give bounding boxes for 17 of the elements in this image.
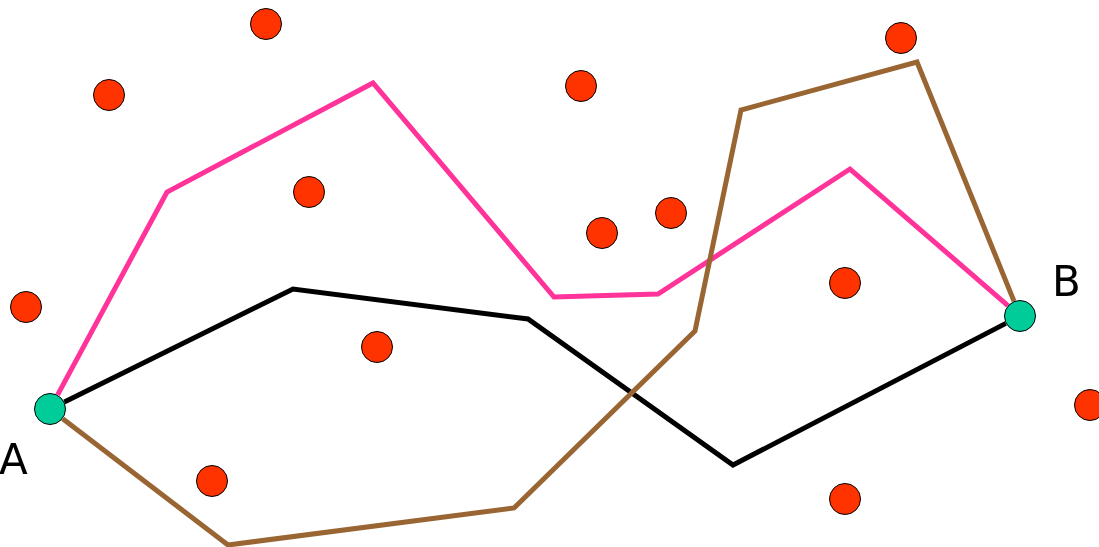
obstacle-dot xyxy=(293,176,325,208)
path-line xyxy=(61,59,1017,547)
point-label: B xyxy=(1052,261,1081,303)
obstacle-dot xyxy=(655,197,687,229)
obstacle-dot xyxy=(829,483,861,515)
obstacle-dot xyxy=(196,465,228,497)
obstacle-dot xyxy=(885,22,917,54)
path-line xyxy=(55,79,1010,397)
obstacle-dot xyxy=(10,291,42,323)
obstacle-dot xyxy=(250,8,282,40)
obstacle-dot xyxy=(586,217,618,249)
obstacle-dot xyxy=(829,267,861,299)
obstacle-dot xyxy=(361,331,393,363)
obstacle-dot xyxy=(93,79,125,111)
path-line xyxy=(63,286,1007,468)
obstacle-dot xyxy=(565,70,597,102)
obstacle-dot xyxy=(1074,389,1099,421)
